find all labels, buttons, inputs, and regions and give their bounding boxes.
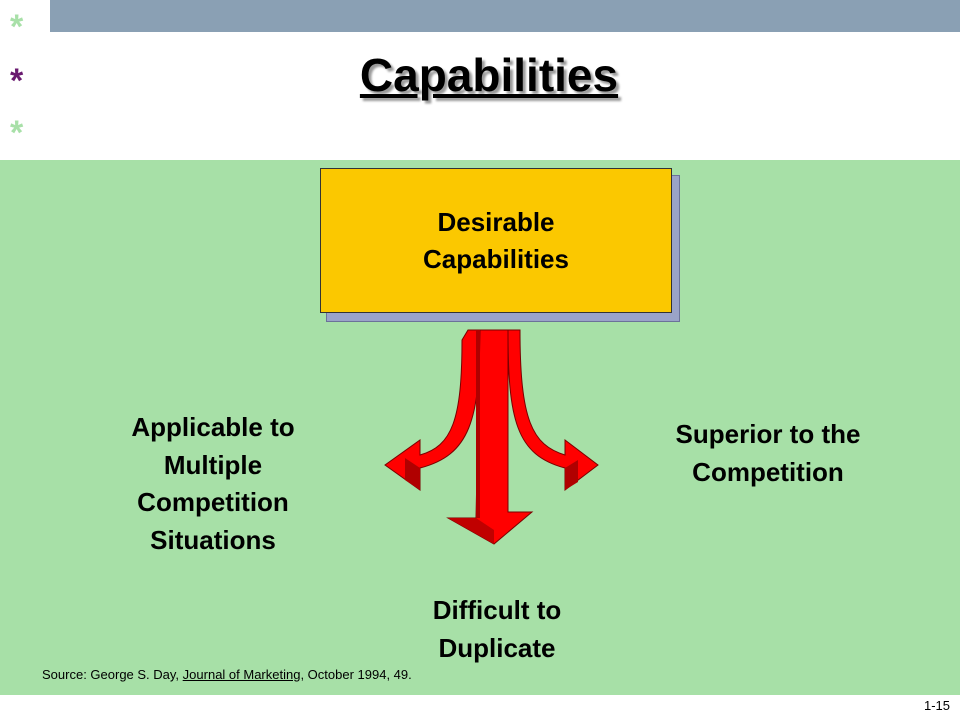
source-suffix: , October 1994, 49. bbox=[300, 667, 412, 682]
desirable-capabilities-label: Desirable Capabilities bbox=[423, 206, 569, 274]
star-icon: * bbox=[10, 114, 24, 152]
arrow-right-branch bbox=[507, 329, 599, 492]
arrow-left-shade bbox=[405, 458, 420, 490]
label-applicable-multiple-situations: Applicable to Multiple Competition Situa… bbox=[131, 412, 295, 556]
star-icon: * bbox=[10, 62, 24, 100]
arrow-right-shade bbox=[565, 460, 578, 490]
label-difficult-to-duplicate: Difficult to Duplicate bbox=[432, 595, 562, 663]
star-icon: * bbox=[10, 8, 24, 46]
arrow-center-shade bbox=[476, 330, 480, 518]
arrow-head-shade bbox=[448, 518, 494, 544]
label-superior-to-competition: Superior to the Competition bbox=[675, 419, 861, 487]
arrow-left-branch bbox=[384, 329, 481, 491]
slide-number: 1-15 bbox=[923, 698, 950, 713]
source-journal: Journal of Marketing bbox=[182, 667, 301, 682]
slide-title: Capabilities bbox=[359, 49, 619, 101]
source-citation: Source: George S. Day, Journal of Market… bbox=[42, 667, 412, 682]
top-bar bbox=[50, 0, 960, 32]
decorative-stars: * * * bbox=[0, 0, 40, 160]
source-prefix: Source: George S. Day, bbox=[42, 667, 183, 682]
desirable-capabilities-box: Desirable Capabilities bbox=[320, 168, 672, 313]
